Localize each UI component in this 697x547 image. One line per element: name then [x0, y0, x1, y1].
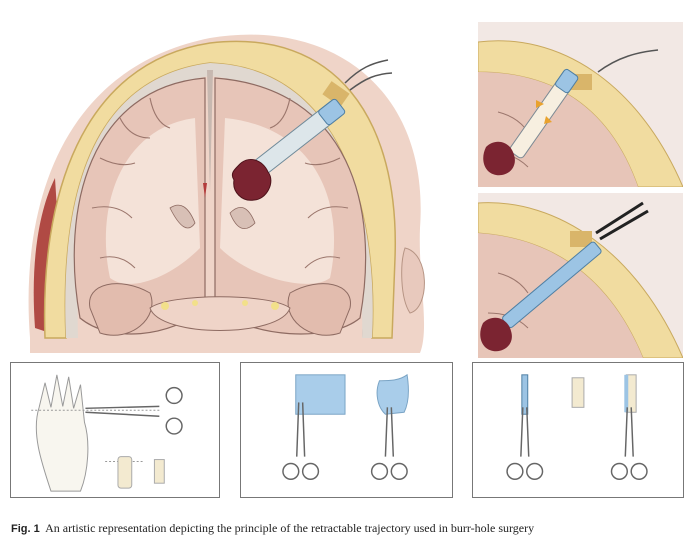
- figure-caption: Fig. 1 An artistic representation depict…: [11, 521, 691, 536]
- sheet-forceps-drawing: [282, 373, 409, 481]
- figure-caption-text: An artistic representation depicting the…: [45, 521, 535, 535]
- side-panel-sheath: [478, 193, 683, 358]
- instrument-panel-glove-forceps: [10, 362, 220, 498]
- figure-caption-label: Fig. 1: [11, 523, 40, 535]
- instrument-panel-sheet-forceps: [240, 362, 453, 498]
- side-panel-insertion: [478, 22, 683, 187]
- instrument-panel-sheath-forceps: [472, 362, 684, 498]
- glove-forceps-drawing: [31, 374, 183, 492]
- sheath-forceps-drawing: [506, 374, 648, 481]
- coronal-brain-illustration: [28, 34, 425, 353]
